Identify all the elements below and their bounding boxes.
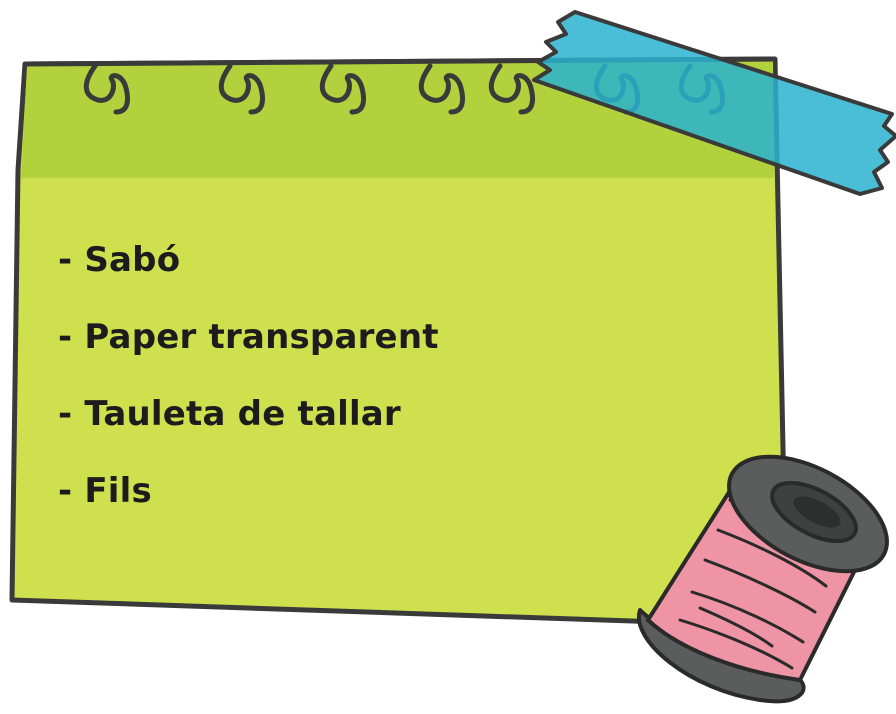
- list-item: - Tauleta de tallar: [58, 394, 401, 434]
- list-item: - Paper transparent: [58, 317, 439, 357]
- list-item: - Sabó: [58, 240, 181, 280]
- tape-strip: [532, 10, 896, 196]
- list-item: - Fils: [58, 471, 152, 511]
- tape-icon: [532, 10, 896, 196]
- thread-spool-icon: [636, 454, 889, 704]
- materials-list: - Sabó - Paper transparent - Tauleta de …: [58, 222, 439, 530]
